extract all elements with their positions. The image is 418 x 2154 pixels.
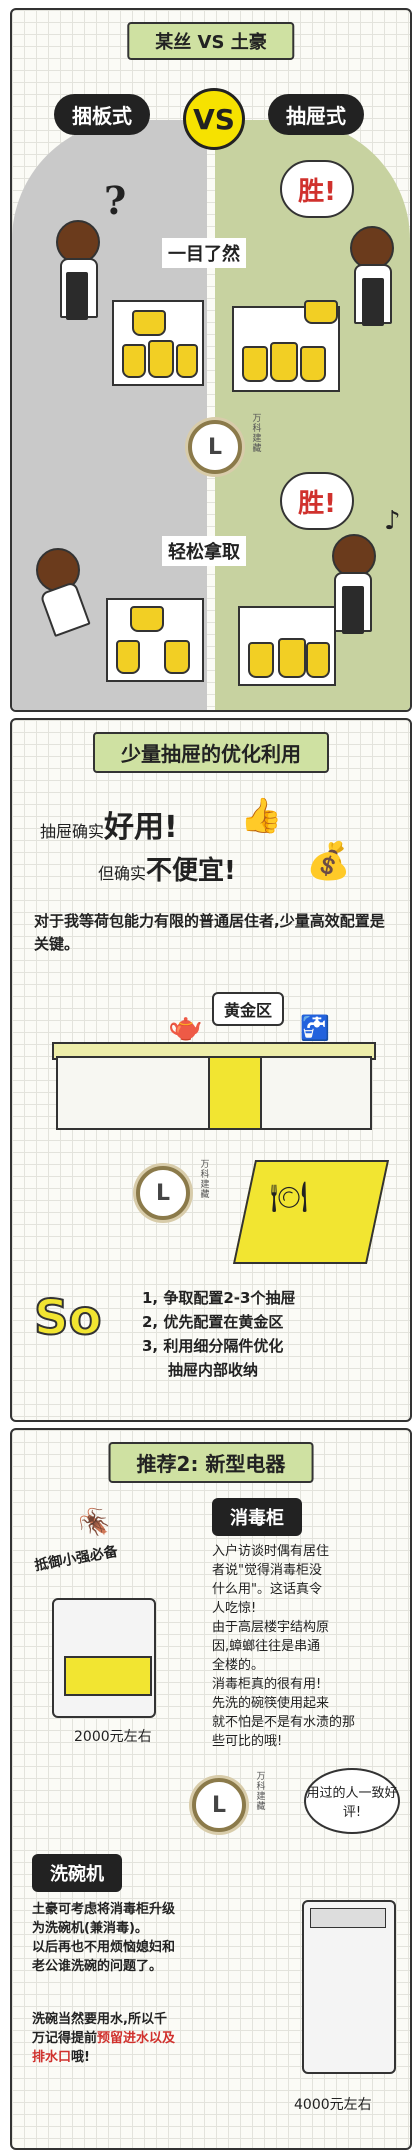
apron-icon: [342, 586, 364, 634]
apron-icon: [66, 272, 88, 320]
jar-icon: [270, 342, 298, 382]
money-bag-icon: 💰: [306, 841, 351, 882]
jar-icon: [300, 346, 326, 382]
dishwasher-illustration: [302, 1900, 396, 2074]
panel-comparison: 某丝 VS 土豪 捆板式 VS 抽屉式 ? 胜! 一目了然 L 万科建藏 胜! …: [10, 8, 412, 712]
section-title: 某丝 VS 土豪: [127, 22, 295, 60]
cabinet-line: 全楼的。: [212, 1658, 265, 1673]
caption-top: 一目了然: [162, 238, 246, 268]
kettle-icon: 🫖: [168, 1010, 203, 1043]
gold-zone-drawers: [208, 1056, 262, 1130]
drain-red: 预留进水以及: [97, 2031, 176, 2046]
cabinet-price: 2000元左右: [74, 1729, 152, 1745]
logo-icon: L: [192, 1778, 246, 1832]
faucet-icon: 🚰: [300, 1014, 330, 1042]
jar-icon: [122, 344, 146, 378]
intro-paragraph: 对于我等荷包能力有限的普通居住者,少量高效配置是关键。: [34, 912, 385, 953]
vs-badge: VS: [183, 88, 245, 150]
jar-icon: [248, 642, 274, 678]
cockroach-icon: 🪳: [78, 1508, 111, 1538]
so-badge: So: [33, 1289, 103, 1347]
gold-zone-label: 黄金区: [212, 992, 285, 1026]
win-badge-top: 胜!: [280, 160, 354, 218]
line-expensive-prefix: 但确实: [98, 864, 147, 883]
cabinet-line: 什么用"。这话真令: [212, 1582, 322, 1597]
dishes-icon: 🍽: [270, 1180, 309, 1215]
jar-icon: [116, 640, 140, 674]
logo-tag: 万科建藏: [252, 414, 262, 454]
thumbs-up-icon: 👍: [240, 796, 283, 836]
section-title: 少量抽屉的优化利用: [93, 732, 329, 773]
tip-item: 3, 利用细分隔件优化: [142, 1337, 284, 1355]
cabinet-line: 由于高层楼宇结构原: [212, 1620, 330, 1635]
panel-appliances: 推荐2: 新型电器 消毒柜 🪳 抵御小强必备 2000元左右 入户访谈时偶有居住…: [10, 1428, 412, 2150]
pot-icon: [304, 300, 338, 324]
cabinet-line: 者说"觉得消毒柜没: [212, 1563, 322, 1578]
win-badge-bottom: 胜!: [280, 472, 354, 530]
bug-caption: 抵御小强必备: [33, 1543, 119, 1575]
cabinet-text: 入户访谈时偶有居住 者说"觉得消毒柜没 什么用"。这话真令 人吃惊! 由于高层楼…: [212, 1542, 402, 1751]
drain-line-1: 洗碗当然要用水,所以千: [32, 2012, 167, 2027]
praise-bubble: 用过的人一致好评!: [304, 1768, 400, 1834]
caption-bottom: 轻松拿取: [162, 536, 246, 566]
apron-icon: [362, 278, 384, 326]
drain-line-2: 万记得提前预留进水以及: [32, 2029, 292, 2048]
dishwasher-line: 土豪可考虑将消毒柜升级: [32, 1902, 176, 1917]
tip-item: 2, 优先配置在黄金区: [142, 1313, 284, 1331]
pot-icon: [132, 310, 166, 336]
right-label: 抽屉式: [268, 94, 364, 135]
logo-tag: 万科建藏: [256, 1772, 266, 1812]
jar-icon: [278, 638, 306, 678]
tip-item: 1, 争取配置2-3个抽屉: [142, 1289, 296, 1307]
line-expensive-big: 不便宜!: [146, 856, 236, 886]
dishwasher-text: 土豪可考虑将消毒柜升级 为洗碗机(兼消毒)。 以后再也不用烦恼媳妇和 老公谁洗碗…: [32, 1900, 292, 1976]
logo-icon: L: [136, 1166, 190, 1220]
drain-line-3: 排水口哦!: [32, 2048, 292, 2067]
line-good-big: 好用!: [104, 810, 178, 845]
open-drawer: [232, 1160, 390, 1264]
cabinet-line: 入户访谈时偶有居住: [212, 1544, 330, 1559]
drain-red-2: 排水口: [32, 2050, 72, 2065]
jar-icon: [306, 642, 330, 678]
line-expensive: 但确实不便宜!: [98, 850, 236, 887]
logo-icon: L: [188, 420, 242, 474]
sterilizer-rack: [64, 1656, 152, 1696]
jar-icon: [242, 346, 268, 382]
cabinet-label: 消毒柜: [212, 1498, 302, 1536]
question-mark: ?: [104, 178, 127, 223]
drain-suffix: 哦!: [71, 2050, 90, 2065]
jar-icon: [164, 640, 190, 674]
drain-note: 洗碗当然要用水,所以千 万记得提前预留进水以及 排水口哦!: [32, 2010, 292, 2067]
jar-icon: [148, 340, 174, 378]
tips-list: 1, 争取配置2-3个抽屉 2, 优先配置在黄金区 3, 利用细分隔件优化 抽屉…: [142, 1286, 295, 1382]
cabinet-line: 因,蟑螂往往是串通: [212, 1639, 321, 1654]
cabinet-line: 先洗的碗筷使用起来: [212, 1696, 330, 1711]
dishwasher-line: 以后再也不用烦恼媳妇和: [32, 1940, 176, 1955]
line-good-prefix: 抽屉确实: [40, 822, 105, 841]
left-label: 捆板式: [54, 94, 150, 135]
dishwasher-label: 洗碗机: [32, 1854, 122, 1892]
logo-tag: 万科建藏: [200, 1160, 210, 1200]
drain-mid: 万记得提前: [32, 2031, 98, 2046]
cabinet-line: 些可比的哦!: [212, 1734, 283, 1749]
music-icon: ♪: [384, 506, 401, 536]
dishwasher-line: 为洗碗机(兼消毒)。: [32, 1921, 148, 1936]
panel-drawer-tips: 少量抽屉的优化利用 抽屉确实好用! 👍 但确实不便宜! 💰 对于我等荷包能力有限…: [10, 718, 412, 1422]
cabinet-line: 人吃惊!: [212, 1601, 257, 1616]
line-good: 抽屉确实好用!: [40, 802, 178, 846]
dishwasher-line: 老公谁洗碗的问题了。: [32, 1959, 163, 1974]
cabinet-line: 就不怕是不是有水渍的那: [212, 1715, 356, 1730]
pot-icon: [130, 606, 164, 632]
section-title: 推荐2: 新型电器: [108, 1442, 314, 1483]
jar-icon: [176, 344, 198, 378]
dishwasher-panel: [310, 1908, 386, 1928]
dishwasher-price: 4000元左右: [294, 2097, 372, 2113]
cabinet-line: 消毒柜真的很有用!: [212, 1677, 322, 1692]
tip-item: 抽屉内部收纳: [168, 1361, 259, 1379]
